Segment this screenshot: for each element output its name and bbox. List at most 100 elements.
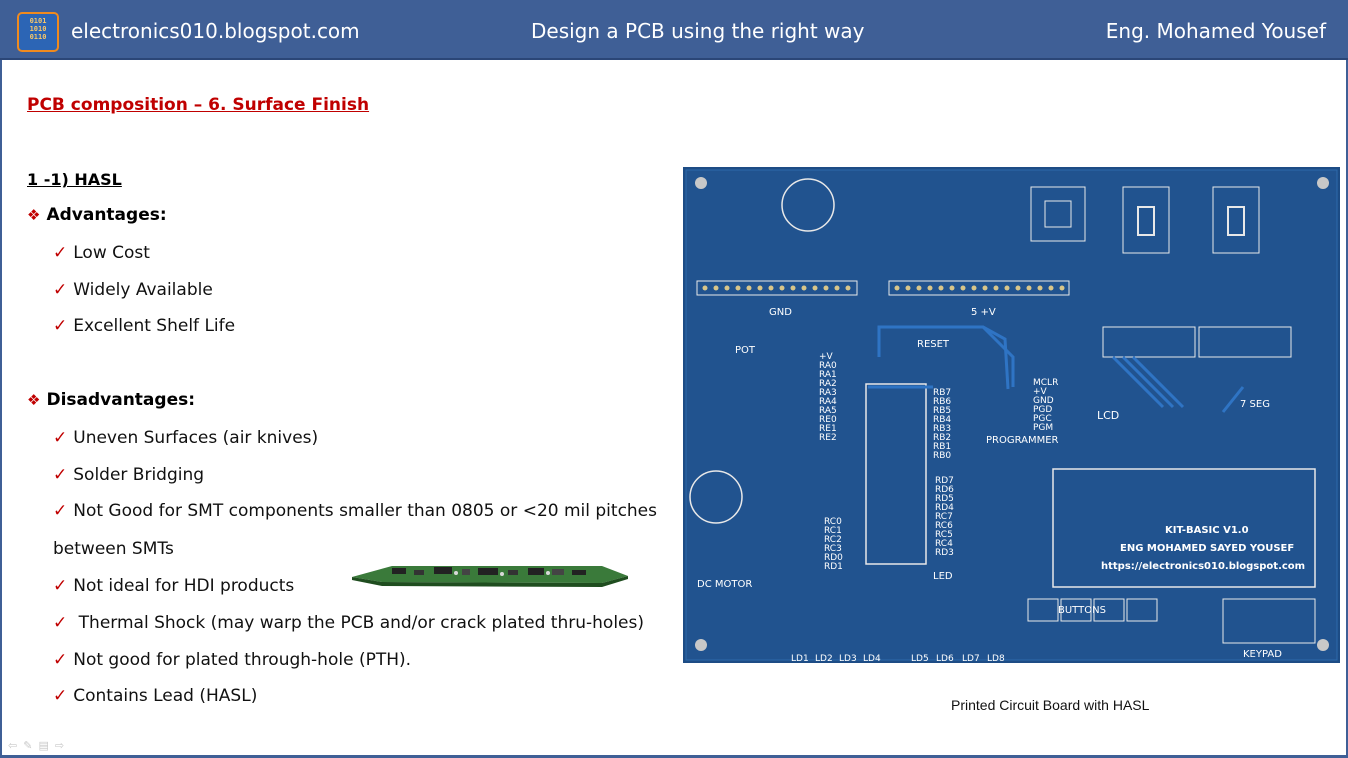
smt-board-image [352, 566, 628, 587]
pcb-label-rd: RD7 [935, 476, 954, 486]
slide-border-right [1346, 60, 1348, 758]
list-item: ✓Not good for plated through-hole (PTH). [53, 650, 412, 670]
checkmark-icon: ✓ [53, 243, 68, 263]
pcb-label-rd: RD6 [935, 485, 954, 495]
pcb-label-pgc: PGC [1033, 414, 1052, 424]
pcb-label-rb: RB5 [933, 406, 951, 416]
prev-slide-icon[interactable]: ⇦ [8, 739, 24, 752]
pcb-photo: GND 5 +V RESET POT PROGRAMMER LCD 7 SEG … [683, 167, 1340, 663]
pcb-label-led4: LD4 [863, 654, 881, 663]
pcb-label-kit1: KIT-BASIC V1.0 [1165, 525, 1249, 536]
slide-border-bottom [0, 755, 1348, 758]
menu-icon[interactable]: ▤ [38, 739, 55, 752]
pcb-label-led6: LD6 [936, 654, 954, 663]
pcb-label-led2: LD2 [815, 654, 833, 663]
list-item: ✓ Thermal Shock (may warp the PCB and/or… [53, 613, 644, 633]
pcb-label-rd: RC5 [935, 530, 953, 540]
pcb-label-led3: LD3 [839, 654, 857, 663]
pcb-label-rc: RD1 [824, 562, 843, 572]
pcb-label-led7: LD7 [962, 654, 980, 663]
pcb-label-rd: RC7 [935, 512, 953, 522]
pcb-label-5v: 5 +V [971, 307, 996, 318]
pcb-label-kit3: https://electronics010.blogspot.com [1101, 561, 1305, 572]
pcb-label-rb: RB1 [933, 442, 951, 452]
checkmark-icon: ✓ [53, 576, 68, 596]
advantages-heading: ❖Advantages: [27, 205, 167, 225]
pcb-label-rb: RB6 [933, 397, 951, 407]
pcb-label-led8: LD8 [987, 654, 1005, 663]
pcb-label-rd: RC4 [935, 539, 953, 549]
pcb-label-led5: LD5 [911, 654, 929, 663]
slide-nav-controls[interactable]: ⇦✎▤⇨ [8, 739, 70, 752]
pcb-label-reset: RESET [917, 339, 950, 350]
pcb-label-7seg: 7 SEG [1240, 399, 1270, 410]
pcb-label-vplus: +V [1033, 387, 1048, 397]
list-item: ✓Excellent Shelf Life [53, 316, 236, 336]
checkmark-icon: ✓ [53, 650, 68, 670]
pcb-label-rb: RB4 [933, 415, 951, 425]
pcb-label-rb: RB2 [933, 433, 951, 443]
pcb-label-rc: RC1 [824, 526, 842, 536]
author-name: Eng. Mohamed Yousef [1105, 19, 1326, 43]
checkmark-icon: ✓ [53, 280, 68, 300]
pcb-label-ra: RA5 [819, 406, 837, 416]
site-name: electronics010.blogspot.com [71, 19, 360, 43]
checkmark-icon: ✓ [53, 428, 68, 448]
pcb-label-pot: POT [735, 345, 756, 356]
section-title: PCB composition – 6. Surface Finish [27, 95, 370, 115]
pcb-label-rd: RD4 [935, 503, 954, 513]
pcb-label-rb: RB3 [933, 424, 951, 434]
pcb-label-rc: RC0 [824, 517, 842, 527]
pcb-label-rd: RD3 [935, 548, 954, 558]
diamond-bullet-icon: ❖ [27, 206, 41, 224]
pcb-label-gnd2: GND [1033, 396, 1054, 406]
pcb-label-led1: LD1 [791, 654, 809, 663]
pcb-label-lcd: LCD [1097, 409, 1119, 422]
list-item: ✓Low Cost [53, 243, 150, 263]
pcb-label-ra: RA0 [819, 361, 837, 371]
pen-icon[interactable]: ✎ [23, 739, 39, 752]
pcb-label-ra: RA4 [819, 397, 837, 407]
pcb-label-rb: RB0 [933, 451, 951, 461]
pcb-label-rc: RC3 [824, 544, 842, 554]
checkmark-icon: ✓ [53, 316, 68, 336]
pcb-label-programmer: PROGRAMMER [986, 435, 1059, 446]
pcb-label-ra: RA1 [819, 370, 837, 380]
pcb-label-keypad: KEYPAD [1243, 649, 1282, 660]
slide-border-left [0, 60, 2, 758]
pcb-label-ra: RE2 [819, 433, 837, 443]
pcb-label-led: LED [933, 571, 953, 582]
pcb-label-rb: RB7 [933, 388, 951, 398]
pcb-label-pgd: PGD [1033, 405, 1052, 415]
pcb-label-ra: RE0 [819, 415, 837, 425]
pcb-label-rd: RD5 [935, 494, 954, 504]
pcb-label-pgm: PGM [1033, 423, 1053, 433]
pcb-label-buttons: BUTTONS [1058, 605, 1106, 616]
list-item: ✓Not Good for SMT components smaller tha… [53, 501, 658, 521]
pcb-label-gnd: GND [769, 307, 792, 318]
pcb-label-ra: RE1 [819, 424, 837, 434]
pcb-label-rc: RC2 [824, 535, 842, 545]
diamond-bullet-icon: ❖ [27, 391, 41, 409]
checkmark-icon: ✓ [53, 686, 68, 706]
pcb-label-ra: RA3 [819, 388, 837, 398]
slide-header-title: Design a PCB using the right way [531, 19, 865, 43]
disadvantages-heading: ❖Disadvantages: [27, 390, 196, 410]
pcb-label-rc: RD0 [824, 553, 843, 563]
pcb-label-kit2: ENG MOHAMED SAYED YOUSEF [1120, 543, 1294, 554]
pcb-label-mclr: MCLR [1033, 378, 1058, 388]
subsection-title: 1 -1) HASL [27, 170, 122, 189]
pcb-label-dc-motor: DC MOTOR [697, 579, 752, 590]
pcb-label-ra: RA2 [819, 379, 837, 389]
list-item: ✓Widely Available [53, 280, 213, 300]
checkmark-icon: ✓ [53, 465, 68, 485]
list-item-continuation: between SMTs [53, 539, 174, 559]
list-item: ✓Not ideal for HDI products [53, 576, 295, 596]
next-slide-icon[interactable]: ⇨ [54, 739, 71, 752]
checkmark-icon: ✓ [53, 613, 68, 633]
image-caption: Printed Circuit Board with HASL [951, 697, 1150, 713]
checkmark-icon: ✓ [53, 501, 68, 521]
list-item: ✓Contains Lead (HASL) [53, 686, 258, 706]
